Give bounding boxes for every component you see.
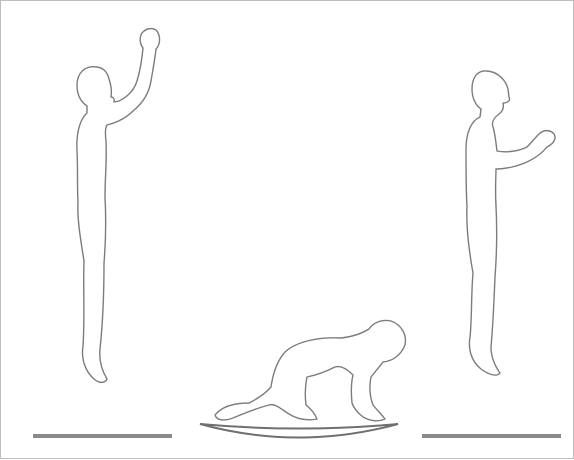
crawl-mat — [200, 424, 398, 438]
crawling-figure — [200, 320, 405, 437]
standing-figure-reaching-up — [77, 29, 160, 383]
standing-figure-arm-forward — [466, 71, 555, 375]
